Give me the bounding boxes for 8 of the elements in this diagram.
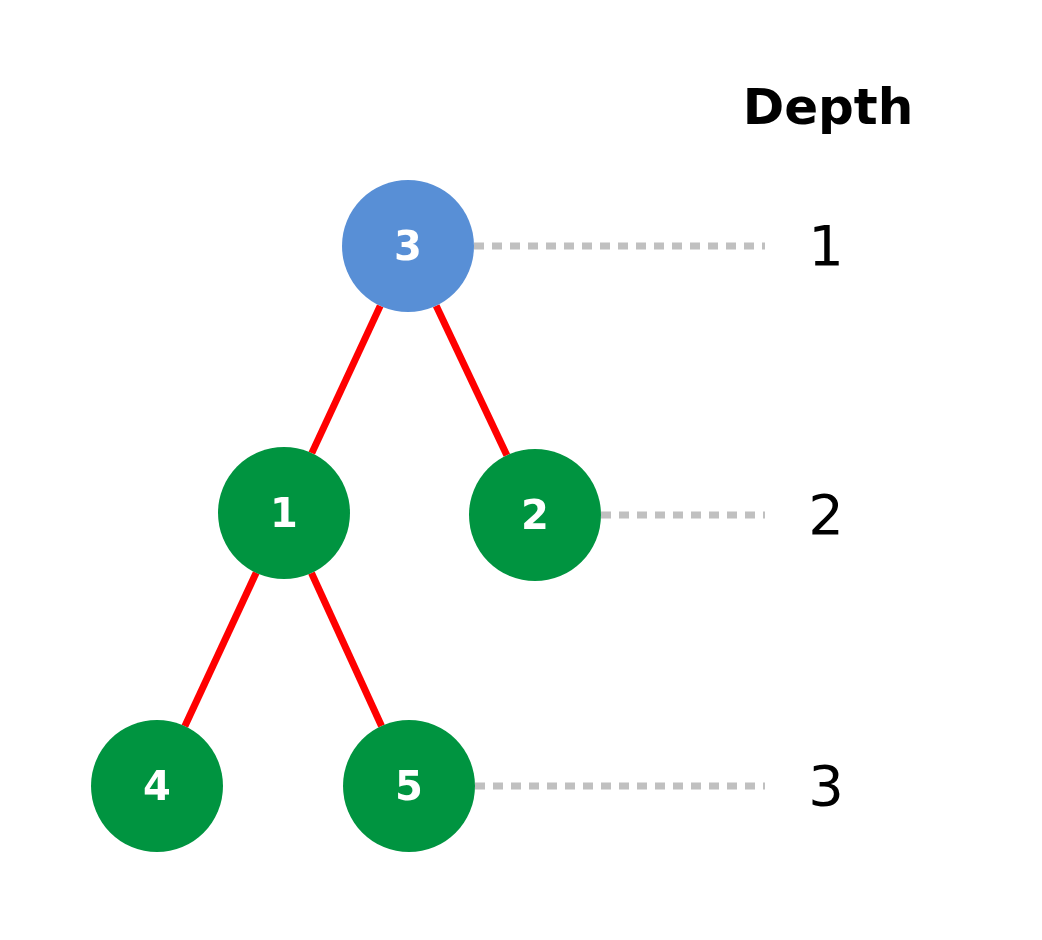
depth-value: 3 [765,751,887,821]
depth-value: 2 [765,480,887,550]
depth-value: 1 [765,211,887,281]
tree-edge [433,304,510,457]
tree-edge [181,571,260,728]
tree-edge [308,571,385,728]
column-heading: Depth [741,82,915,132]
tree-edge [308,304,384,455]
